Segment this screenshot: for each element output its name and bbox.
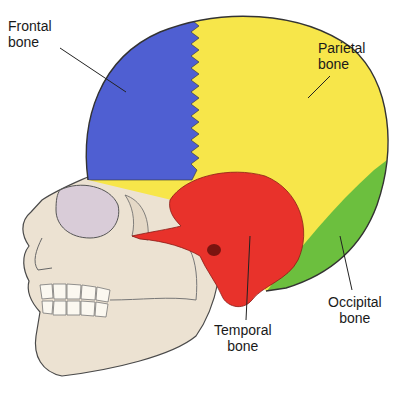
temporal-bone-shape (132, 172, 304, 307)
part-label: Frontal bone (8, 18, 52, 50)
nasal-cavity (35, 238, 52, 270)
eye-orbit (56, 185, 119, 238)
part-label: Parietal bone (318, 40, 365, 72)
leader-lines (60, 48, 352, 320)
teeth (40, 284, 110, 317)
mandible-line (110, 250, 197, 300)
part-label: Temporal bone (214, 322, 272, 354)
ear-canal (207, 244, 221, 256)
part-label: Occipital bone (328, 294, 382, 326)
